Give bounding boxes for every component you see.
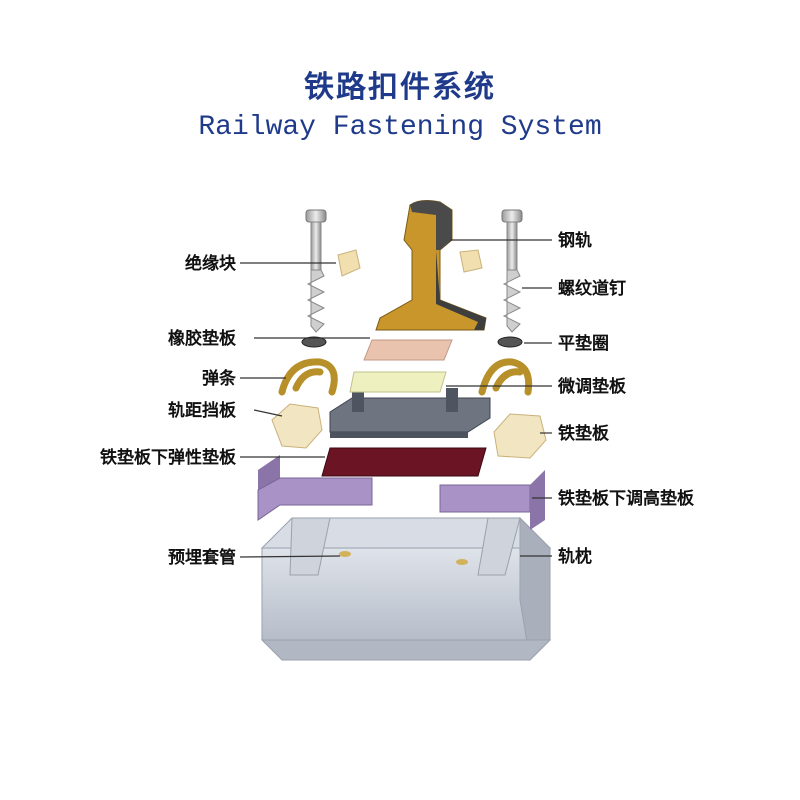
iron-plate-part — [329, 388, 491, 438]
gauge-block-right — [493, 413, 547, 459]
title-chinese: 铁路扣件系统 — [304, 70, 496, 105]
gauge-block-left — [271, 403, 323, 449]
label-height-pad: 铁垫板下调高垫板 — [558, 488, 695, 509]
label-micro-pad: 微调垫板 — [557, 376, 627, 397]
label-screw-spike: 螺纹道钉 — [558, 278, 626, 299]
label-iron-plate: 铁垫板 — [558, 423, 610, 444]
label-gauge-block: 轨距挡板 — [168, 400, 237, 421]
screw-spike-left — [305, 209, 327, 333]
label-embedded-sleeve: 预埋套管 — [168, 547, 236, 568]
washer-right — [497, 336, 523, 348]
leader-lines — [239, 239, 552, 558]
insulator-right — [459, 249, 483, 273]
screw-spike-right — [501, 209, 523, 333]
elastic-pad-part — [321, 447, 487, 477]
rail-part — [375, 200, 487, 331]
title-english: Railway Fastening System — [198, 112, 602, 143]
label-elastic-pad: 铁垫板下弹性垫板 — [100, 447, 237, 468]
height-pad-part — [257, 455, 545, 530]
label-rail: 钢轨 — [558, 230, 592, 251]
spring-clip-right — [478, 358, 533, 396]
label-insulator: 绝缘块 — [185, 253, 237, 274]
insulator-left — [337, 249, 361, 277]
label-flat-washer: 平垫圈 — [558, 333, 609, 354]
rubber-pad-part — [363, 339, 453, 361]
spring-clip-left — [278, 358, 338, 396]
sleeper-part — [260, 516, 552, 662]
micro-pad-part — [349, 371, 447, 393]
label-spring-clip: 弹条 — [202, 368, 237, 389]
label-rubber-pad: 橡胶垫板 — [168, 328, 237, 349]
label-sleeper: 轨枕 — [558, 546, 592, 567]
washer-left — [301, 336, 327, 348]
